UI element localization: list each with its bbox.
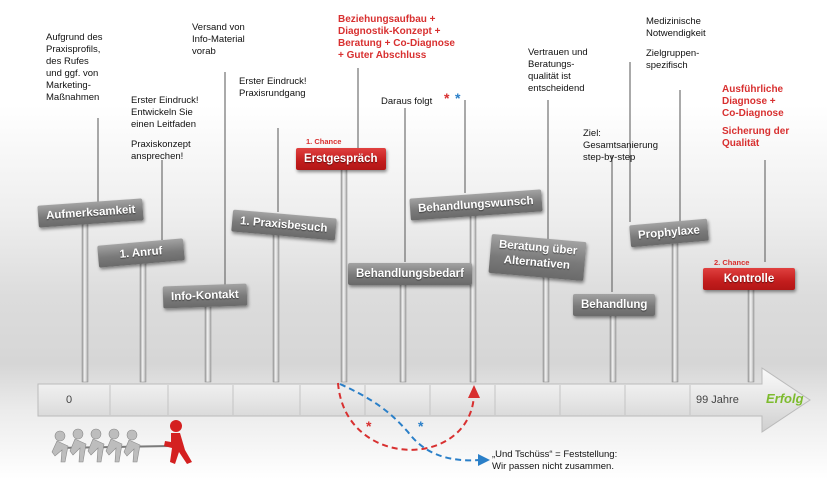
note-line: einen Leitfaden	[131, 119, 196, 130]
note-zielgruppen: Zielgruppen- spezifisch	[646, 48, 699, 72]
note-line: Zielgruppen-	[646, 48, 700, 59]
note-line: ansprechen!	[131, 151, 184, 162]
sign-poles	[81, 164, 755, 383]
note-erster-eindruck-praxisrundgang: Erster Eindruck! Praxisrundgang	[239, 76, 307, 100]
timeline-goal-label: Erfolg	[766, 391, 804, 406]
note-line: Maßnahmen	[46, 92, 100, 103]
note-versand: Versand von Info-Material vorab	[192, 22, 245, 58]
note-line: Praxiskonzept	[131, 139, 191, 150]
note-line: Praxisprofils,	[46, 44, 101, 55]
note-line: des Rufes	[46, 56, 89, 67]
note-line: Sicherung der	[722, 126, 790, 137]
note-beziehungsaufbau: Beziehungsaufbau + Diagnostik-Konzept + …	[338, 14, 455, 62]
note-line: Vertrauen und	[528, 47, 588, 58]
note-line: vorab	[192, 46, 216, 57]
note-line: Praxisrundgang	[239, 88, 306, 99]
sign-kontrolle: Kontrolle	[703, 268, 795, 290]
note-line: Diagnose +	[722, 96, 776, 107]
annotation-lines	[97, 62, 766, 292]
note-line: step-by-step	[583, 152, 636, 163]
note-line: + Guter Abschluss	[338, 50, 427, 61]
note-line: Beratungs-	[528, 59, 575, 70]
note-line: Notwendigkeit	[646, 28, 706, 39]
note-line: Erster Eindruck!	[239, 76, 307, 87]
note-ziel: Ziel: Gesamtsanierung step-by-step	[583, 128, 658, 164]
note-line: Wir passen nicht zusammen.	[492, 461, 614, 472]
tug-of-war-figures	[51, 420, 192, 464]
note-sicherung-qualitaet: Sicherung der Qualität	[722, 126, 789, 150]
note-daraus-folgt: Daraus folgt	[381, 96, 433, 107]
red-dashed-curve	[337, 382, 475, 451]
note-ausfuehrliche-diagnose: Ausführliche Diagnose + Co-Diagnose	[722, 84, 784, 120]
note-line: Beratung + Co-Diagnose	[338, 38, 455, 49]
sign-behandlung: Behandlung	[573, 294, 656, 316]
note-line: Qualität	[722, 138, 760, 149]
blue-arrow-head	[478, 454, 490, 466]
second-chance-label: 2. Chance	[714, 258, 750, 267]
note-line: Entwickeln Sie	[131, 107, 193, 118]
note-line: Ziel:	[583, 128, 601, 139]
note-line: und ggf. von	[46, 68, 99, 79]
note-line: „Und Tschüss“ = Feststellung:	[492, 449, 618, 460]
note-line: Gesamtsanierung	[583, 140, 658, 151]
sign-erstgespraech: Erstgespräch	[296, 148, 386, 170]
note-praxiskonzept: Praxiskonzept ansprechen!	[131, 139, 191, 163]
timeline-end-label: 99 Jahre	[696, 394, 739, 406]
sign-behandlungsbedarf: Behandlungsbedarf	[348, 263, 472, 285]
note-aufgrund: Aufgrund des Praxisprofils, des Rufes un…	[46, 32, 103, 104]
note-und-tschuess: „Und Tschüss“ = Feststellung: Wir passen…	[492, 449, 617, 473]
note-line: Medizinische	[646, 16, 701, 27]
red-curve-star: *	[366, 418, 372, 434]
note-medizinische-notwendigkeit: Medizinische Notwendigkeit	[646, 16, 706, 40]
timeline-start-label: 0	[66, 394, 73, 406]
note-line: Beziehungsaufbau +	[338, 14, 436, 25]
note-line: Info-Material	[192, 34, 245, 45]
blue-dashed-curve	[339, 383, 481, 462]
sign-info-kontakt: Info-Kontakt	[162, 283, 248, 309]
red-arrow-head	[468, 385, 480, 398]
first-chance-label: 1. Chance	[306, 137, 342, 146]
note-line: Diagnostik-Konzept +	[338, 26, 441, 37]
blue-star-marker: *	[455, 90, 461, 106]
blue-curve-star: *	[418, 418, 424, 434]
note-line: Co-Diagnose	[722, 108, 784, 119]
timeline-arrow	[37, 367, 811, 433]
note-erster-eindruck-leitfaden: Erster Eindruck! Entwickeln Sie einen Le…	[131, 95, 199, 131]
note-line: spezifisch	[646, 60, 688, 71]
note-line: Aufgrund des	[46, 32, 103, 43]
note-line: entscheidend	[528, 83, 585, 94]
note-line: Versand von	[192, 22, 245, 33]
note-line: Erster Eindruck!	[131, 95, 199, 106]
note-line: Ausführliche	[722, 84, 784, 95]
note-vertrauen: Vertrauen und Beratungs- qualität ist en…	[528, 47, 588, 95]
note-line: qualität ist	[528, 71, 571, 82]
sign-beratung-alternativen: Beratung über Alternativen	[488, 233, 587, 282]
red-star-marker: *	[444, 90, 450, 106]
note-line: Marketing-	[46, 80, 91, 91]
